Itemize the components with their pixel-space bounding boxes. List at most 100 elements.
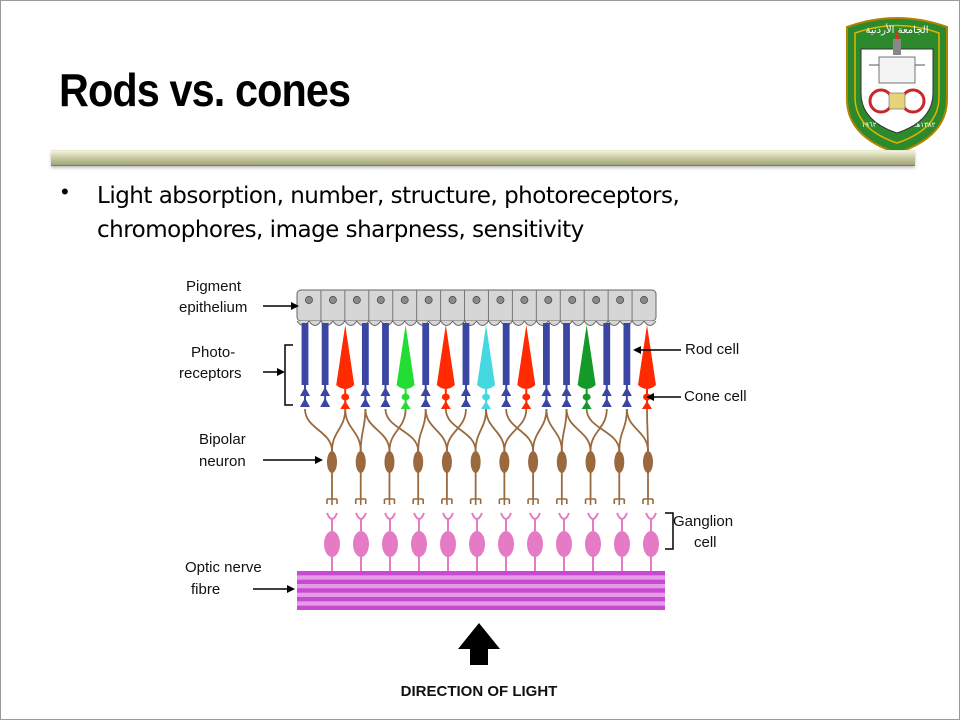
rod-inner-segment — [360, 387, 371, 396]
pointer-arrow-icon — [291, 302, 299, 310]
optic-nerve-stripe — [297, 579, 665, 584]
bipolar-terminal — [441, 498, 453, 505]
ganglion-cell-body — [498, 531, 514, 557]
rod-inner-segment — [460, 387, 471, 396]
bipolar-cell-body — [355, 451, 366, 473]
rod-synapse — [501, 398, 512, 407]
ganglion-dendrite — [384, 512, 396, 531]
rod-outer-segment — [301, 323, 309, 385]
direction-label: DIRECTION OF LIGHT — [401, 683, 558, 700]
pigment-epithelium — [296, 289, 657, 326]
bipolar-terminal — [527, 498, 539, 505]
bipolar-dendrite — [417, 408, 427, 452]
ganglion-dendrite — [355, 512, 367, 531]
rod-outer-segment — [462, 323, 470, 385]
ganglion-dendrite — [500, 512, 512, 531]
ganglion-cell-body — [643, 531, 659, 557]
rod-outer-segment — [321, 323, 329, 385]
optic-nerve-stripe — [297, 605, 665, 610]
optic-nerve-fibre — [297, 571, 665, 610]
bipolar-terminal — [469, 498, 482, 505]
bipolar-dendrite — [618, 408, 628, 452]
bipolar-cell-body — [470, 451, 481, 473]
bipolar-cell-body — [441, 451, 452, 473]
bipolar-cell-body — [643, 451, 653, 473]
bipolar-dendrite — [364, 408, 391, 452]
logo-year-left: ١٩٦٢ — [861, 121, 876, 129]
ganglion-cell-body — [527, 531, 543, 557]
bipolar-terminal — [642, 498, 654, 505]
rod-synapse — [320, 398, 331, 407]
bipolar-dendrite — [505, 408, 534, 452]
pigment-cell-nucleus — [448, 296, 457, 304]
pigment-cell-nucleus — [305, 296, 313, 304]
cone-synapse — [581, 401, 592, 409]
ganglion-cell-body — [440, 531, 456, 557]
rod-inner-segment — [541, 387, 552, 396]
pigment-cell-nucleus — [568, 296, 577, 304]
photoreceptor-bracket — [284, 344, 293, 406]
optic-nerve-stripe — [297, 597, 665, 602]
rod-outer-segment — [361, 323, 369, 385]
ganglion-dendrite — [413, 512, 425, 531]
rod-outer-segment — [543, 323, 550, 385]
pigment-cell-nucleus — [472, 296, 481, 304]
cone-outer-segment — [436, 325, 455, 389]
cone-synapse — [340, 401, 351, 409]
logo-shield-icon — [846, 17, 948, 155]
bipolar-dendrite — [532, 408, 548, 452]
pigment-cell-nucleus — [592, 296, 601, 304]
cone-inner-segment — [441, 393, 450, 401]
pigment-cell-nucleus — [424, 296, 433, 304]
pigment-cell-nucleus — [496, 296, 505, 304]
cone-outer-segment — [396, 325, 415, 389]
ganglion-cell-layer — [324, 512, 659, 573]
rod-synapse — [601, 398, 612, 407]
label-ganglion-1: Ganglion — [673, 513, 733, 530]
rod-synapse — [420, 398, 431, 407]
bipolar-dendrite — [646, 408, 649, 452]
bipolar-dendrite — [565, 408, 592, 452]
bipolar-dendrite — [424, 408, 448, 452]
label-pigment-2: epithelium — [179, 299, 247, 316]
cone-outer-segment — [517, 325, 536, 389]
optic-nerve-stripe — [297, 571, 665, 576]
label-photoreceptors-1: Photo- — [191, 344, 235, 361]
label-bipolar-2: neuron — [199, 453, 246, 470]
university-logo: الجامعة الأردنية ١٩٦٢ ١٣٨٢هـ — [846, 17, 948, 155]
rod-inner-segment — [621, 387, 632, 396]
rod-synapse — [561, 398, 572, 407]
bipolar-cell-body — [528, 451, 539, 473]
pigment-cell-nucleus — [376, 296, 385, 304]
label-ganglion-2: cell — [694, 534, 717, 551]
rod-inner-segment — [420, 387, 431, 396]
pigment-cell-nucleus — [640, 296, 648, 304]
label-arrows — [253, 302, 681, 593]
bipolar-terminal — [613, 498, 626, 505]
rod-inner-segment — [601, 387, 612, 396]
cone-inner-segment — [522, 393, 531, 401]
cone-outer-segment — [477, 325, 496, 389]
slide-title: Rods vs. cones — [59, 64, 351, 116]
ganglion-dendrite — [645, 512, 657, 531]
pointer-arrow-icon — [277, 368, 285, 376]
bipolar-dendrite — [304, 408, 333, 452]
rod-outer-segment — [603, 323, 611, 385]
rod-synapse — [541, 398, 552, 407]
bipolar-terminal — [556, 498, 568, 505]
cone-outer-segment — [638, 325, 656, 389]
cone-synapse — [481, 401, 492, 409]
label-optic-2: fibre — [191, 581, 220, 598]
bipolar-neuron-layer — [304, 408, 654, 505]
pigment-cell-nucleus — [352, 296, 361, 304]
bipolar-dendrite — [589, 408, 608, 452]
rod-synapse — [380, 398, 391, 407]
label-cone-cell: Cone cell — [684, 388, 747, 405]
cone-inner-segment — [401, 393, 410, 401]
cone-synapse — [642, 401, 652, 409]
ganglion-cell-body — [382, 531, 398, 557]
ganglion-cell-body — [469, 531, 485, 557]
label-rod-cell: Rod cell — [685, 341, 739, 358]
bipolar-cell-body — [413, 451, 424, 473]
